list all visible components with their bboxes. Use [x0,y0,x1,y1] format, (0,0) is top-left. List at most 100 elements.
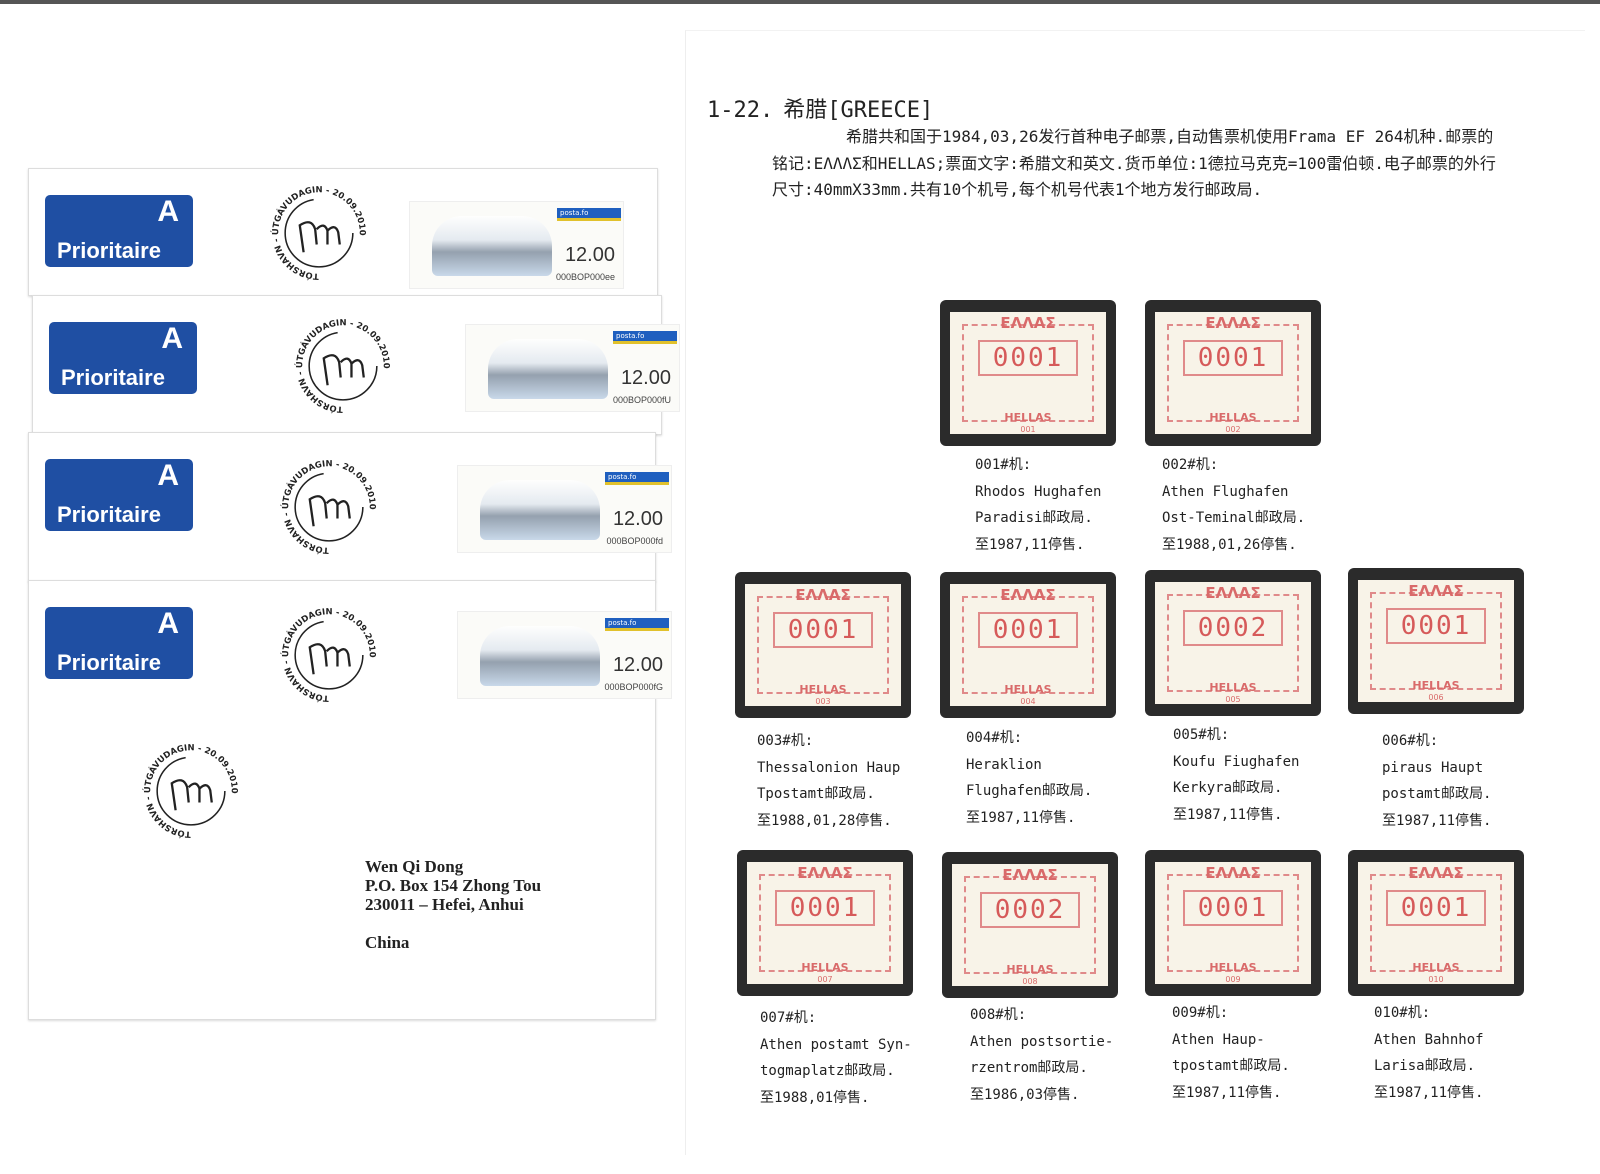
stamp-value: 12.00 [612,508,663,530]
stamp-greek-inscription: ΕΛΛΑΣ [1000,314,1056,332]
caption-line: 至1986,03停售. [970,1086,1080,1103]
stamp-greek-inscription: ΕΛΛΑΣ [1205,864,1261,882]
label-text: Prioritaire [57,238,161,263]
frama-stamp: ΕΛΛΑΣ 0002 HELLAS 005 [1145,570,1321,716]
brand-bar: posta.fo [557,208,621,221]
stamp-number: 0002 [980,892,1080,928]
frama-stamp: ΕΛΛΑΣ 0001 HELLAS 010 [1348,850,1524,996]
stamp-hellas: HELLAS [1209,681,1257,694]
caption-line: Paradisi邮政局. [975,510,1093,526]
stamp-picture [432,216,552,276]
stamp-frame [962,596,1094,694]
caption-line: Ost-Teminal邮政局. [1162,510,1306,526]
postmark-icon: TÓRSHAVN - ÚTGÁVUDAGIN - 20.09.2010 [269,184,368,282]
cover-envelope: A Prioritaire TÓRSHAVN - ÚTGÁVUDAGIN - 20… [28,168,658,296]
stamp-number: 0001 [1183,340,1283,376]
stamp-frame [757,596,889,694]
stamp-frame [1167,874,1299,972]
postmark-icon: TÓRSHAVN - ÚTGÁVUDAGIN - 20.09.2010 [279,458,378,556]
caption-line: 001#机: [975,457,1032,473]
caption-line: 至1987,11停售. [1382,812,1492,829]
frama-stamp: ΕΛΛΑΣ 0001 HELLAS 001 [940,300,1116,446]
stamp-number: 0001 [978,340,1078,376]
address-line: China [365,933,410,952]
caption-line: tpostamt邮政局. [1172,1058,1290,1074]
label-letter: A [157,459,179,492]
stamp-hellas: HELLAS [1004,411,1052,424]
caption-line: Athen postsortie- [970,1033,1114,1050]
brand-bar: posta.fo [613,331,677,344]
prioritaire-label: A Prioritaire [45,459,193,531]
stamp-machine-code: 002 [1225,425,1241,434]
stamp-greek-inscription: ΕΛΛΑΣ [795,586,851,604]
caption-line: 004#机: [966,730,1023,746]
frama-stamp: ΕΛΛΑΣ 0001 HELLAS 009 [1145,850,1321,996]
brand-bar: posta.fo [605,618,669,631]
stamp-code: 000BOP000fU [612,395,671,405]
stamp-machine-code: 004 [1020,697,1036,706]
stamp-caption: 007#机:Athen postamt Syn-togmaplatz邮政局.至1… [760,1005,940,1111]
label-letter: A [157,195,179,228]
caption-line: 009#机: [1172,1005,1229,1021]
caption-line: Tpostamt邮政局. [757,786,875,802]
stamp-picture [480,480,600,540]
stamp-greek-inscription: ΕΛΛΑΣ [1408,864,1464,882]
stamp-value: 12.00 [564,244,615,266]
caption-line: Heraklion [966,756,1042,773]
stamp-greek-inscription: ΕΛΛΑΣ [1000,586,1056,604]
stamp-greek-inscription: ΕΛΛΑΣ [797,864,853,882]
caption-line: Flughafen邮政局. [966,783,1093,799]
stamp-hellas: HELLAS [1412,961,1460,974]
label-text: Prioritaire [57,650,161,675]
frama-stamp: ΕΛΛΑΣ 0002 HELLAS 008 [942,852,1118,998]
stamp-number: 0001 [775,890,875,926]
caption-line: 至1988,01停售. [760,1089,870,1106]
stamp-greek-inscription: ΕΛΛΑΣ [1408,582,1464,600]
caption-line: 003#机: [757,733,814,749]
postmark-icon: TÓRSHAVN - ÚTGÁVUDAGIN - 20.09.2010 [293,317,392,415]
stamp-frame [759,874,891,972]
postmark-icon: TÓRSHAVN - ÚTGÁVUDAGIN - 20.09.2010 [279,606,378,704]
atm-stamp: posta.fo 12.00 000BOP000fU [465,324,680,412]
stamp-greek-inscription: ΕΛΛΑΣ [1205,314,1261,332]
stamp-frame [962,324,1094,422]
caption-line: Athen Bahnhof [1374,1031,1484,1048]
label-letter: A [157,607,179,640]
label-text: Prioritaire [61,365,165,390]
label-text: Prioritaire [57,502,161,527]
frama-stamp: ΕΛΛΑΣ 0001 HELLAS 004 [940,572,1116,718]
address-line: 230011 – Hefei, Anhui [365,895,524,914]
caption-line: Koufu Fiughafen [1173,753,1300,770]
stamp-frame [1167,324,1299,422]
caption-line: 002#机: [1162,457,1219,473]
stamp-greek-inscription: ΕΛΛΑΣ [1205,584,1261,602]
caption-line: piraus Haupt [1382,759,1484,776]
caption-line: Larisa邮政局. [1374,1058,1476,1074]
scan-top-edge [0,0,1600,4]
stamp-hellas: HELLAS [1209,961,1257,974]
stamp-code: 000BOP000ee [555,272,615,282]
stamp-machine-code: 009 [1225,975,1241,984]
stamp-hellas: HELLAS [1412,679,1460,692]
caption-line: 008#机: [970,1007,1027,1023]
caption-line: Athen Flughafen [1162,483,1289,500]
section-heading: 1-22.希腊[GREECE] [707,92,933,124]
stamp-hellas: HELLAS [799,683,847,696]
stamp-machine-code: 005 [1225,695,1241,704]
frama-stamp: ΕΛΛΑΣ 0001 HELLAS 003 [735,572,911,718]
stamp-machine-code: 010 [1428,975,1444,984]
stamp-frame [1370,874,1502,972]
stamp-number: 0001 [1386,890,1486,926]
stamp-caption: 008#机:Athen postsortie-rzentrom邮政局.至1986… [970,1002,1150,1108]
stamp-code: 000BOP000fG [604,682,663,692]
prioritaire-label: A Prioritaire [45,195,193,267]
caption-line: 006#机: [1382,733,1439,749]
stamp-machine-code: 008 [1022,977,1038,986]
stamp-caption: 009#机:Athen Haup-tpostamt邮政局.至1987,11停售. [1172,1000,1352,1106]
